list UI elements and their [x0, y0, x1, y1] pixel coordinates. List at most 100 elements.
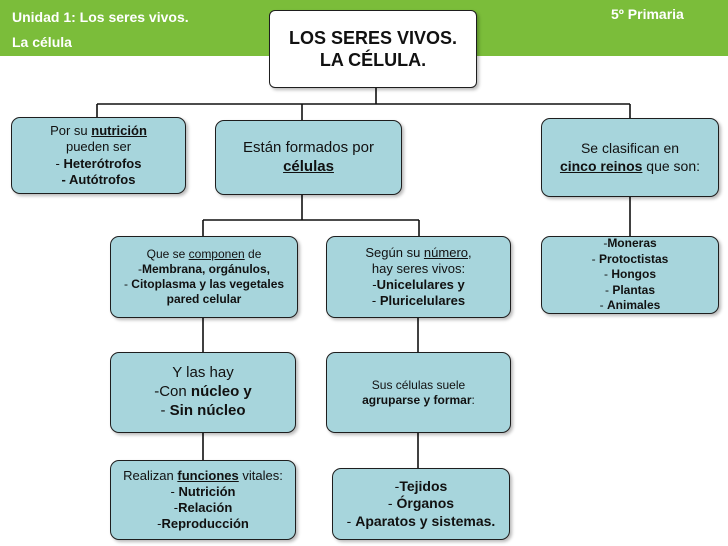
- nucleus-line-2-prefix: -Con: [154, 383, 191, 401]
- components-line-3: - Citoplasma y las vegetales: [124, 277, 284, 292]
- kingdom-item-name: Protoctistas: [598, 251, 669, 266]
- kingdom-item-moneras: -Moneras: [603, 236, 656, 252]
- number-suffix: ,: [468, 244, 472, 260]
- number-unicellular-label: Unicelulares y: [376, 277, 465, 292]
- kingdom-item-plantas: - Plantas: [605, 283, 655, 299]
- root-line-2: LA CÉLULA.: [319, 50, 427, 70]
- kingdom-item-name: Moneras: [607, 236, 657, 251]
- kingdom-item-name: Hongos: [611, 267, 656, 282]
- kingdom-item-name: Animales: [606, 298, 661, 313]
- kingdom-item-animales: - Animales: [600, 298, 661, 314]
- number-keyword: número: [423, 244, 468, 260]
- nucleus-line-2-bold: núcleo y: [190, 383, 252, 401]
- root-concept-box: LOS SERES VIVOS. LA CÉLULA.: [269, 10, 477, 88]
- function-item-name: Nutrición: [178, 483, 236, 499]
- nucleus-line-3-dash: -: [160, 401, 170, 419]
- components-line-3-text: Citoplasma y las vegetales: [131, 277, 285, 291]
- kingdom-item-protoctistas: - Protoctistas: [592, 252, 669, 268]
- grouping-line-2-suffix: :: [471, 392, 475, 407]
- components-prefix: Que se: [146, 247, 189, 261]
- function-item-dash: -: [157, 516, 162, 532]
- nucleus-line-3: - Sin núcleo: [160, 402, 245, 421]
- cells-keyword: células: [283, 157, 334, 175]
- tissues-line-2: - Órganos: [388, 495, 454, 513]
- grouping-line-1: Sus células suele: [371, 377, 466, 392]
- components-line-2-text: Membrana, orgánulos,: [141, 262, 271, 276]
- tissues-line-1: -Tejidos: [395, 478, 448, 496]
- nutrition-hetero-label: Heterótrofos: [63, 155, 142, 171]
- function-item-relation: -Relación: [174, 500, 233, 516]
- kingdom-item-dash: -: [603, 267, 612, 282]
- components-line-2: -Membrana, orgánulos,: [138, 262, 270, 277]
- kingdom-item-dash: -: [604, 282, 613, 297]
- nucleus-box: Y las hay -Con núcleo y - Sin núcleo: [110, 352, 296, 433]
- function-item-name: Relación: [178, 500, 233, 515]
- nucleus-line-3-text: Sin núcleo: [169, 401, 246, 419]
- nutrition-autotrophs: - Autótrofos: [61, 171, 136, 187]
- tissues-line-1-text: Tejidos: [399, 477, 448, 494]
- root-line-1: LOS SERES VIVOS.: [288, 27, 458, 48]
- function-item-name: Reproducción: [161, 516, 249, 532]
- number-box: Según su número, hay seres vivos: -Unice…: [326, 236, 511, 318]
- tissues-box: -Tejidos - Órganos - Aparatos y sistemas…: [332, 468, 510, 540]
- nutrition-line-2: pueden ser: [65, 139, 132, 155]
- kingdoms-line-2: cinco reinos que son:: [560, 158, 700, 176]
- tissues-line-2-text: Órganos: [396, 495, 455, 512]
- functions-box: Realizan funciones vitales: - Nutrición …: [110, 460, 296, 540]
- components-line-1: Que se componen de: [147, 247, 262, 262]
- kingdom-item-dash: -: [599, 298, 607, 313]
- number-multicellular: - Pluricelulares: [372, 293, 465, 309]
- number-multicellular-label: Pluricelulares: [379, 293, 466, 309]
- grouping-box: Sus células suele agruparse y formar:: [326, 352, 511, 433]
- cells-box: Están formados por células: [215, 120, 402, 195]
- functions-keyword: funciones: [177, 467, 239, 483]
- nutrition-hetero-dash: -: [55, 155, 64, 171]
- kingdom-item-dash: -: [591, 251, 599, 266]
- nutrition-keyword: nutrición: [91, 123, 147, 138]
- kingdoms-suffix: que son:: [642, 157, 701, 174]
- tissues-line-2-dash: -: [387, 495, 397, 512]
- number-unicellular-dash: -: [372, 277, 377, 292]
- function-item-reproduction: -Reproducción: [157, 516, 249, 532]
- number-prefix: Según su: [365, 244, 424, 260]
- kingdoms-keyword: cinco reinos: [559, 157, 643, 174]
- number-line-2: hay seres vivos:: [371, 260, 466, 276]
- kingdoms-line-1: Se clasifican en: [580, 140, 680, 156]
- number-multicellular-dash: -: [371, 293, 380, 309]
- tissues-line-1-dash: -: [394, 477, 400, 494]
- function-item-dash: -: [173, 500, 179, 515]
- grade-label: 5º Primaria: [611, 6, 684, 22]
- unit-subtitle: La célula: [12, 34, 72, 50]
- number-line-1: Según su número,: [365, 245, 471, 261]
- grouping-line-2: agruparse y formar:: [362, 393, 475, 408]
- nutrition-box: Por su nutrición pueden ser - Heterótrof…: [11, 117, 186, 194]
- components-box: Que se componen de -Membrana, orgánulos,…: [110, 236, 298, 318]
- nutrition-prefix: Por su: [50, 123, 92, 138]
- components-line-4: pared celular: [166, 292, 242, 306]
- kingdoms-box: Se clasifican en cinco reinos que son:: [541, 118, 719, 197]
- function-item-dash: -: [170, 483, 179, 499]
- components-line-3-dash: -: [123, 277, 132, 291]
- grouping-line-2-bold: agruparse y formar: [362, 392, 472, 407]
- cells-line-1: Están formados por: [243, 138, 374, 156]
- functions-suffix: vitales:: [238, 467, 283, 483]
- tissues-line-3: - Aparatos y sistemas.: [347, 513, 496, 531]
- nucleus-line-2: -Con núcleo y: [154, 383, 252, 402]
- tissues-line-3-dash: -: [346, 512, 356, 529]
- kingdom-item-hongos: - Hongos: [604, 267, 656, 283]
- functions-prefix: Realizan: [123, 467, 178, 483]
- unit-title: Unidad 1: Los seres vivos.: [12, 9, 189, 25]
- number-unicellular: -Unicelulares y: [372, 277, 465, 293]
- components-suffix: de: [244, 247, 262, 261]
- components-line-2-dash: -: [137, 262, 142, 276]
- kingdom-item-dash: -: [603, 236, 608, 251]
- functions-line-1: Realizan funciones vitales:: [123, 468, 283, 484]
- kingdom-item-name: Plantas: [612, 282, 656, 297]
- tissues-line-3-text: Aparatos y sistemas.: [355, 512, 496, 529]
- function-item-nutrition: - Nutrición: [170, 484, 235, 500]
- nucleus-line-1: Y las hay: [172, 364, 234, 382]
- kingdom-list-box: -Moneras - Protoctistas - Hongos - Plant…: [541, 236, 719, 314]
- components-keyword: componen: [188, 247, 245, 261]
- nutrition-heterotrophs: - Heterótrofos: [56, 156, 142, 172]
